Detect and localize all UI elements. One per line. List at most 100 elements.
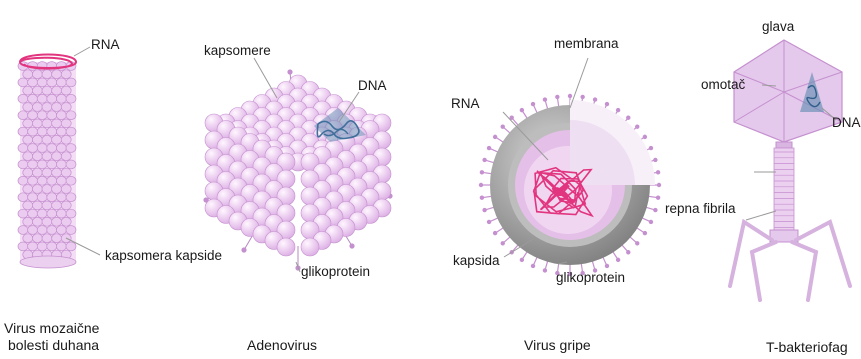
phage-envelope-label: omotač <box>701 77 745 93</box>
tmv-capsomere <box>37 242 47 251</box>
adeno-capsomere <box>301 238 319 256</box>
tmv-capsomere <box>42 119 52 128</box>
tmv-capsomere <box>52 103 62 112</box>
tmv-capsomere <box>23 119 33 128</box>
tmv-caption-line2: bolesti duhana <box>4 337 99 354</box>
phage-tail-fiber-label: repna fibrila <box>665 201 736 217</box>
tmv-capsomere <box>28 226 38 235</box>
tmv-rod-end <box>20 256 76 268</box>
phage-head-label: glava <box>762 19 794 35</box>
adeno-fiber-knob <box>287 69 292 74</box>
tmv-capsomere <box>47 193 57 202</box>
flu-spike-head <box>657 183 661 187</box>
tmv-capsomere <box>28 111 38 120</box>
flu-caption: Virus gripe <box>524 337 591 354</box>
flu-rna-label: RNA <box>451 96 480 112</box>
tmv-capsomere <box>56 78 66 87</box>
tmv-capsomere <box>37 209 47 218</box>
tmv-capsomere <box>37 78 47 87</box>
flu-spike-head <box>543 268 547 272</box>
tmv-capsomere <box>56 111 66 120</box>
tmv-capsomere <box>23 234 33 243</box>
tmv-capsomere <box>66 144 76 153</box>
flu-spike-head <box>643 231 647 235</box>
flu-spike-head <box>493 135 497 139</box>
tmv-capsomere <box>42 103 52 112</box>
tmv-capsomere <box>32 234 42 243</box>
tmv-capsomere <box>56 209 66 218</box>
flu-spike-head <box>482 158 486 162</box>
tmv-capsomere <box>32 152 42 161</box>
tmv-capsomere <box>32 185 42 194</box>
tmv-capsomere <box>47 176 57 185</box>
tmv-capsomere <box>47 209 57 218</box>
tmv-capsomere <box>28 242 38 251</box>
tmv-capsomere <box>23 86 33 95</box>
tmv-capsomere <box>42 201 52 210</box>
tmv-capsomere <box>47 160 57 169</box>
tmv-caption: Virus mozaične bolesti duhana <box>4 320 99 354</box>
tmv-capsomere <box>32 168 42 177</box>
tmv-rna-leader <box>74 47 90 56</box>
tmv-capsomere <box>66 176 76 185</box>
tmv-capsomere <box>32 103 42 112</box>
tmv-capsomere <box>37 176 47 185</box>
tmv-capsomere <box>61 135 71 144</box>
tmv-capsomere <box>66 160 76 169</box>
flu-spike-head <box>480 195 484 199</box>
tmv-capsomere <box>37 160 47 169</box>
flu-spike-head <box>580 95 584 99</box>
tmv-capsomere <box>61 86 71 95</box>
flu-spike-head <box>480 170 484 174</box>
flu-spike-head <box>482 208 486 212</box>
tmv-capsomere <box>56 176 66 185</box>
flu-membrane-label: membrana <box>554 36 619 52</box>
flu-spike-head <box>605 102 609 106</box>
phage-illustration <box>730 40 850 300</box>
tmv-capsomere <box>52 185 62 194</box>
flu-spike-head <box>626 250 630 254</box>
tmv-capsomere <box>23 152 33 161</box>
flu-capsid-label: kapsida <box>453 253 500 269</box>
tmv-capsomere <box>66 78 76 87</box>
tmv-capsomere <box>66 226 76 235</box>
adeno-capsomere-leader <box>254 58 277 98</box>
tmv-capsomere <box>56 242 66 251</box>
flu-spike-head <box>555 95 559 99</box>
flu-spike-head <box>653 208 657 212</box>
tmv-capsomere <box>47 111 57 120</box>
tmv-illustration <box>18 47 100 268</box>
tmv-capsomere <box>56 226 66 235</box>
tmv-capsomere <box>32 201 42 210</box>
tmv-capsomere <box>61 103 71 112</box>
tmv-capsomere <box>42 152 52 161</box>
phage-tail-fiber-leader <box>746 211 776 220</box>
tmv-caption-line1: Virus mozaične <box>4 320 99 337</box>
tmv-capsomere <box>18 127 28 136</box>
tmv-capsomere <box>23 103 33 112</box>
adeno-fiber-knob <box>349 243 354 248</box>
tmv-capsomere <box>23 217 33 226</box>
tmv-capsomere-label: kapsomera kapside <box>105 248 222 264</box>
phage-dna-label: DNA <box>832 115 861 131</box>
flu-spike-head <box>501 241 505 245</box>
tmv-capsomere <box>28 193 38 202</box>
tmv-rna-label: RNA <box>91 37 120 53</box>
flu-spike-head <box>649 220 653 224</box>
tmv-capsomere <box>18 226 28 235</box>
tmv-capsomere <box>28 94 38 103</box>
flu-spike-head <box>656 195 660 199</box>
tmv-capsomere <box>47 127 57 136</box>
flu-spike-head <box>501 125 505 129</box>
tmv-capsomere <box>52 217 62 226</box>
phage-tail <box>774 148 794 230</box>
tmv-capsomere <box>32 217 42 226</box>
phage-collar <box>776 142 792 148</box>
phage-tail-sheath <box>774 148 794 230</box>
tmv-capsomere <box>47 144 57 153</box>
tmv-capsomere <box>18 160 28 169</box>
tmv-capsomere <box>52 135 62 144</box>
flu-spike-head <box>531 264 535 268</box>
tmv-capsomere <box>37 226 47 235</box>
tmv-capsomere <box>18 144 28 153</box>
